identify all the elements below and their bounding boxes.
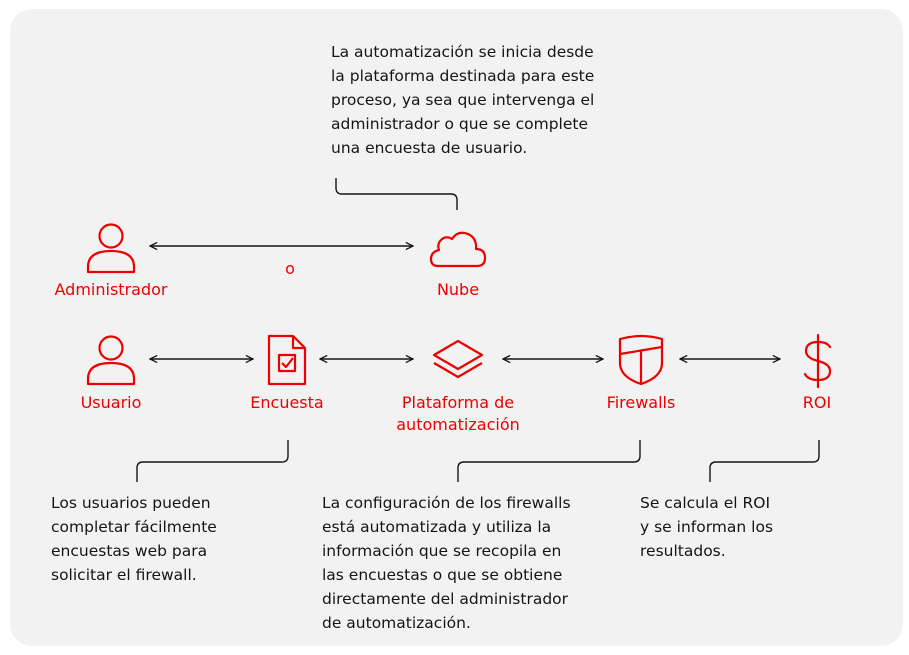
bracket-top-note: [335, 178, 458, 210]
platform-label: Plataforma de automatización: [396, 393, 520, 434]
firewalls-label: Firewalls: [606, 393, 676, 412]
person-icon: [86, 223, 136, 274]
roi-label: ROI: [802, 393, 832, 412]
top-note: La automatización se inicia desde la pla…: [331, 43, 595, 157]
dollar-icon: [803, 333, 832, 389]
roi-note: Se calcula el ROI y se informan los resu…: [640, 494, 774, 560]
connector-or-label: o: [285, 259, 295, 278]
cloud-label: Nube: [436, 280, 480, 299]
bracket-firewalls-note: [457, 440, 641, 482]
bracket-survey-note: [136, 440, 289, 482]
cloud-icon: [429, 231, 487, 268]
person-icon: [86, 335, 136, 386]
bracket-roi-note: [709, 440, 820, 482]
users-note: Los usuarios pueden completar fácilmente…: [51, 494, 217, 584]
survey-label: Encuesta: [250, 393, 324, 412]
layers-icon: [432, 339, 484, 379]
user-label: Usuario: [80, 393, 142, 412]
firewall-shield-icon: [618, 334, 664, 386]
diagram-panel: [10, 9, 903, 646]
firewalls-note: La configuración de los firewalls está a…: [322, 494, 571, 632]
survey-document-icon: [267, 334, 307, 386]
admin-label: Administrador: [54, 280, 168, 299]
